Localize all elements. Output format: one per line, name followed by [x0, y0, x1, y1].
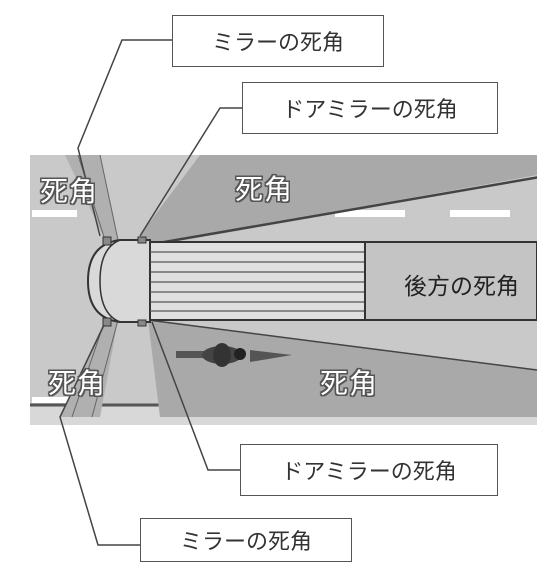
lower-side-blind-zone	[148, 320, 537, 417]
zone-label-upper-center: 死角	[235, 173, 294, 206]
cargo-box	[149, 241, 366, 321]
upper-sight-line	[149, 176, 537, 245]
rear-blind-zone-label: 後方の死角	[404, 274, 519, 300]
callout-door-mirror-bottom: ドアミラーの死角	[240, 444, 498, 496]
callout-door-mirror-top: ドアミラーの死角	[242, 82, 498, 134]
zone-label-upper-left: 死角	[40, 175, 99, 208]
truck-cab	[86, 239, 151, 323]
door-mirror-bottom	[137, 319, 147, 327]
left-mirror-bottom	[102, 317, 112, 327]
callout-mirror-top: ミラーの死角	[172, 15, 384, 67]
motorcycle	[176, 343, 292, 367]
callout-mirror-bottom: ミラーの死角	[140, 518, 352, 562]
upper-side-blind-zone	[140, 155, 537, 245]
zone-label-lower-center: 死角	[320, 367, 379, 400]
rear-blind-zone	[364, 241, 537, 321]
zone-label-lower-left: 死角	[48, 367, 107, 400]
door-mirror-top	[137, 236, 147, 244]
left-mirror-top	[102, 236, 112, 246]
lower-sight-line	[147, 319, 537, 371]
cargo-stripes	[150, 251, 365, 312]
leader-lines	[59, 39, 242, 546]
